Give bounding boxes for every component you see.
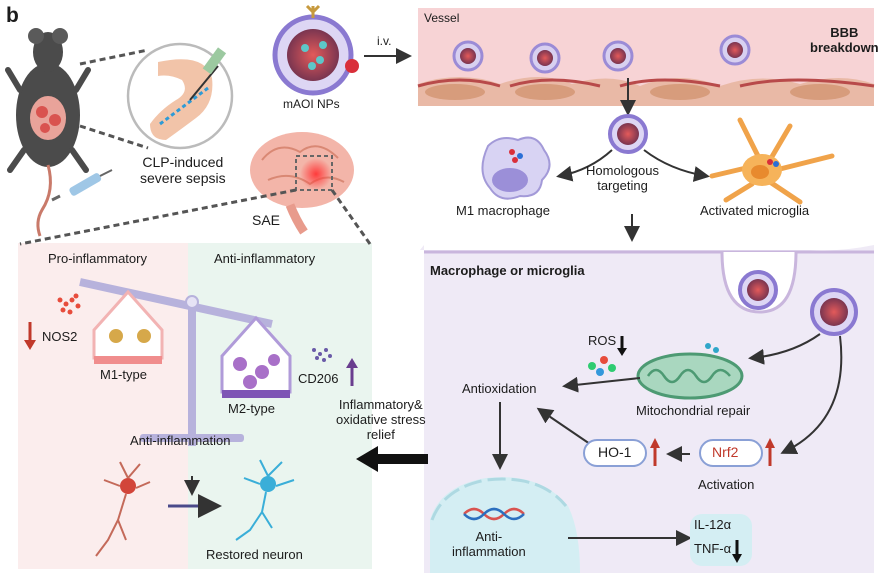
cell-title: Macrophage or microglia	[430, 263, 585, 278]
nrf2-box	[699, 439, 763, 467]
ho1-up-arrow	[650, 438, 660, 466]
targeting-label: Homologous targeting	[586, 163, 659, 193]
panel-letter: b	[6, 4, 19, 27]
clp-label: CLP-induced severe sepsis	[140, 154, 226, 187]
mito-label: Mitochondrial repair	[636, 403, 751, 418]
targeting-nanoparticle	[608, 114, 648, 154]
m2-type-label: M2-type	[228, 401, 275, 416]
internalized-nanoparticle	[810, 288, 858, 336]
bbb-label: BBB breakdown	[810, 25, 879, 55]
antioxidation-label: Antioxidation	[462, 381, 537, 396]
m1-macrophage-label: M1 macrophage	[456, 203, 550, 218]
anti-inflammation-label: Anti-inflammation	[130, 433, 231, 448]
nos2-down-arrow	[24, 322, 36, 350]
m2-type-house	[220, 315, 292, 398]
microglia-label: Activated microglia	[700, 203, 810, 218]
anti-title: Anti-inflammatory	[214, 251, 316, 266]
ho1-label: HO-1	[598, 444, 632, 460]
pro-inflammatory-panel	[18, 243, 188, 569]
nos2-dots	[57, 293, 81, 315]
m1-type-house	[92, 289, 164, 364]
m1-macrophage-cell	[481, 136, 551, 200]
vessel-nanoparticles	[452, 34, 751, 74]
cytokine-down-arrow	[732, 540, 742, 563]
sae-label: SAE	[252, 212, 281, 228]
nucleus	[430, 477, 580, 573]
relief-label: Inflammatory& oxidative stress relief	[336, 397, 426, 442]
balance-illustration	[79, 278, 273, 446]
endothelial-cells	[417, 77, 875, 106]
cd206-dots	[312, 348, 332, 362]
tnf-label: TNF-α	[694, 541, 732, 556]
nps-label: mAOI NPs	[283, 97, 340, 111]
clp-zoom-circle	[126, 42, 234, 150]
ros-down-arrow	[617, 336, 627, 356]
il12-label: IL-12α	[694, 517, 732, 532]
nos2-label: NOS2	[42, 329, 78, 344]
iv-label: i.v.	[377, 34, 392, 48]
ros-dots	[588, 356, 616, 376]
maoi-nanoparticle	[272, 4, 359, 96]
cd206-label: CD206	[298, 371, 339, 386]
m1-type-label: M1-type	[100, 367, 147, 382]
activation-label: Activation	[698, 477, 755, 492]
pro-title: Pro-inflammatory	[48, 251, 147, 266]
nrf2-up-arrow	[765, 438, 775, 466]
dna-helix	[463, 507, 525, 521]
relief-arrow	[356, 446, 428, 472]
mouse-illustration	[5, 28, 91, 237]
ros-label: ROS	[588, 333, 617, 348]
restored-neuron-label: Restored neuron	[206, 547, 303, 562]
syringe-illustration	[51, 169, 113, 202]
nrf2-label: Nrf2	[712, 444, 739, 460]
brain-illustration	[250, 132, 354, 235]
restored-neuron	[235, 459, 295, 541]
activated-microglia-cell	[709, 117, 835, 205]
nucleus-label: Anti- inflammation	[452, 529, 526, 559]
ho1-box	[583, 439, 647, 467]
mitochondrion	[636, 343, 744, 400]
endocytosis-nanoparticle	[720, 251, 798, 314]
damaged-neuron	[95, 461, 151, 557]
vessel-label: Vessel	[424, 11, 460, 25]
cd206-up-arrow	[346, 358, 358, 386]
